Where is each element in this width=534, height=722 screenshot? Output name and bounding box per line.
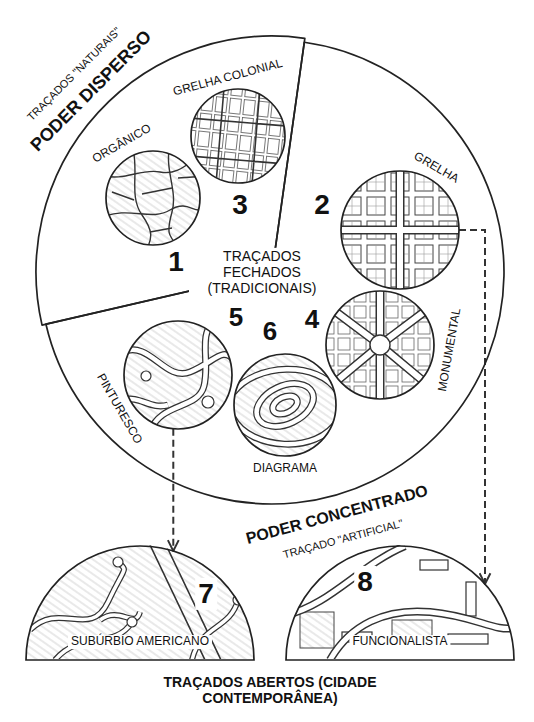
- drawing-part: [132, 145, 151, 252]
- organic-streets: [100, 145, 206, 252]
- drawing-part: [233, 369, 338, 444]
- pattern-circle: DIAGRAMA6: [233, 353, 337, 457]
- drawing-part: [286, 546, 514, 660]
- drawing-part: [270, 392, 300, 417]
- colonial-grid: [190, 88, 286, 184]
- pattern-circle: GRELHA2: [340, 170, 460, 290]
- drawing-part: [340, 170, 460, 290]
- pattern-title: SUBÚRBIO AMERICANO: [68, 635, 212, 649]
- circle-outline-path: [341, 171, 459, 289]
- pattern-title: DIAGRAMA: [253, 462, 317, 476]
- drawing-part: [113, 557, 123, 567]
- drawing-part: [123, 322, 234, 432]
- pattern-title: MONUMENTAL: [436, 307, 464, 393]
- drawing-part: [127, 617, 137, 627]
- dashed-arrow: [172, 429, 174, 551]
- pattern-dome: SUBÚRBIO AMERICANO 7: [25, 545, 255, 660]
- callout-number: 8: [354, 566, 376, 598]
- drawing-part: [25, 545, 255, 660]
- circle-outline: [105, 150, 201, 246]
- circle-outline-path: [234, 354, 336, 456]
- pattern-circle: ORGÂNICO1: [105, 150, 201, 246]
- dome-outline-path: [26, 546, 254, 660]
- pattern-title: GRELHA: [411, 150, 461, 187]
- circle-outline-path: [191, 89, 285, 183]
- callout-number: 1: [168, 246, 184, 278]
- drawing-part: [320, 285, 440, 405]
- circle-outline: [123, 320, 233, 430]
- pattern-dome: FUNCIONALISTA 8: [285, 545, 515, 660]
- drawing-part: [270, 392, 300, 417]
- drawing-part: [448, 634, 488, 644]
- drawing-part: [250, 375, 320, 435]
- dashed-arrow: [459, 230, 485, 584]
- drawing-part: [250, 375, 320, 435]
- regular-grid: [340, 170, 460, 290]
- callout-number: 7: [195, 578, 217, 610]
- drawing-part: [340, 170, 460, 290]
- suburb-plan: [25, 545, 255, 660]
- drawing-part: [190, 88, 286, 184]
- center-caption: TRAÇADOS FECHADOS (TRADICIONAIS): [189, 248, 335, 296]
- circle-outline: [340, 170, 460, 290]
- pattern-title: ORGÂNICO: [90, 122, 153, 167]
- pattern-title: GRELHA COLONIAL: [172, 57, 284, 100]
- drawing-part: [233, 369, 338, 444]
- drawing-part: [370, 335, 390, 355]
- drawing-part: [100, 206, 206, 218]
- circle-outline-path: [106, 151, 200, 245]
- drawing-part: [141, 371, 151, 381]
- diagram-plan: [233, 353, 338, 457]
- drawing-part: [420, 560, 448, 570]
- callout-number: 6: [263, 317, 277, 347]
- circle-outline-path: [326, 291, 434, 399]
- pattern-circle: MONUMENTAL4: [325, 290, 435, 400]
- circle-outline: [325, 290, 435, 400]
- drawing-part: [286, 546, 514, 660]
- circle-outline-path: [124, 321, 232, 429]
- sector-outline-path: [46, 42, 504, 504]
- callout-number: 5: [229, 303, 243, 333]
- drawing-part: [123, 322, 234, 432]
- pattern-circle: PINTURESCO5: [123, 320, 233, 430]
- dome-outline-path: [286, 546, 514, 660]
- pattern-circle: GRELHA COLONIAL3: [190, 88, 286, 184]
- drawing-part: [340, 170, 460, 290]
- drawing-part: [233, 369, 338, 444]
- drawing-part: [100, 152, 206, 177]
- callout-number: 3: [232, 189, 248, 221]
- circle-outline: [190, 88, 286, 184]
- functionalist-plan: [286, 546, 514, 660]
- drawing-part: [100, 145, 206, 252]
- drawing-part: [202, 396, 214, 408]
- callout-number: 2: [314, 189, 330, 221]
- drawing-part: [466, 582, 476, 616]
- picturesque-plan: [123, 320, 234, 432]
- drawing-part: [190, 88, 286, 184]
- bottom-caption: TRAÇADOS ABERTOS (CIDADE CONTEMPORÂNEA): [150, 674, 390, 706]
- drawing-part: [320, 285, 440, 405]
- pattern-title: FUNCIONALISTA: [349, 635, 450, 649]
- callout-number: 4: [305, 305, 319, 335]
- drawing-part: [233, 353, 337, 457]
- monumental-plan: [320, 285, 440, 405]
- circle-outline: [233, 353, 337, 457]
- drawing-part: [300, 612, 334, 648]
- drawing-part: [233, 369, 338, 444]
- drawing-part: [100, 145, 206, 251]
